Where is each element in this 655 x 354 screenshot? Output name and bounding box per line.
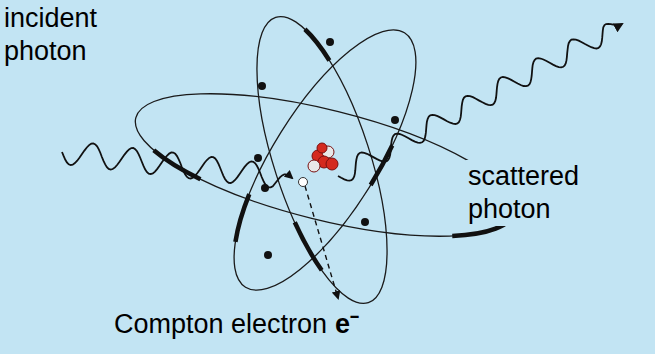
scattered-photon-label: scattered photon [466, 160, 606, 226]
nucleus [308, 143, 338, 172]
electron-symbol: e⁻ [333, 308, 361, 341]
electron-path [305, 186, 338, 298]
compton-electron-label: Compton electron [112, 308, 329, 341]
scattered-photon-wave [338, 24, 622, 181]
incident-photon-label: incident photon [2, 2, 124, 68]
orbital-electrons [254, 38, 399, 259]
incident-photon-wave [62, 144, 292, 188]
target-electron [299, 178, 308, 187]
